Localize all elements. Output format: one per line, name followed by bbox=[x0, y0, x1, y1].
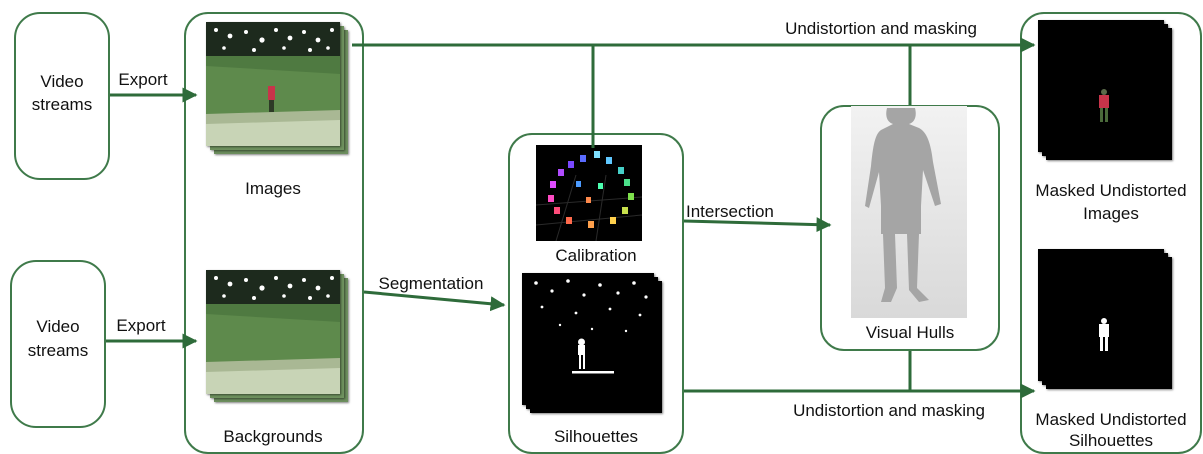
export-label-2: Export bbox=[116, 316, 166, 335]
masked-images-label-line1: Masked Undistorted bbox=[1035, 181, 1187, 200]
backgrounds-stack bbox=[206, 270, 350, 404]
images-stack-label: Images bbox=[245, 179, 301, 198]
masked-silhouettes-label-line1: Masked Undistorted bbox=[1035, 410, 1187, 429]
video-streams-box-1 bbox=[14, 12, 110, 180]
masked-images-label-line2: Images bbox=[1083, 204, 1139, 223]
visual-hull-render bbox=[851, 106, 967, 318]
calibration-thumbnail bbox=[536, 145, 642, 241]
studio-backgrounds-thumbnail bbox=[206, 270, 340, 394]
backgrounds-stack-label: Backgrounds bbox=[223, 427, 323, 446]
masked-silhouettes-thumbnail bbox=[1038, 249, 1164, 381]
video-streams-label-1b: streams bbox=[31, 95, 93, 114]
images-stack bbox=[206, 22, 350, 156]
bottom-undistortion-label: Undistortion and masking bbox=[793, 401, 985, 420]
studio-images-thumbnail bbox=[206, 22, 340, 146]
silhouettes-label: Silhouettes bbox=[553, 427, 639, 446]
silhouettes-thumbnail bbox=[522, 273, 654, 405]
calibration-label: Calibration bbox=[555, 246, 637, 265]
masked-silhouettes-stack bbox=[1038, 249, 1172, 391]
video-streams-label-2a: Video bbox=[36, 317, 80, 336]
masked-silhouettes-label-line2: Silhouettes bbox=[1068, 431, 1154, 450]
segmentation-label: Segmentation bbox=[378, 274, 484, 293]
masked-images-stack bbox=[1038, 20, 1172, 162]
top-undistortion-label: Undistortion and masking bbox=[785, 19, 977, 38]
video-streams-box-2 bbox=[10, 260, 106, 428]
visual-hulls-label: Visual Hulls bbox=[865, 323, 955, 342]
video-streams-label-2b: streams bbox=[27, 341, 89, 360]
masked-images-thumbnail bbox=[1038, 20, 1164, 152]
silhouettes-stack bbox=[522, 273, 662, 415]
intersection-label: Intersection bbox=[686, 202, 774, 221]
export-label-1: Export bbox=[118, 70, 168, 89]
video-streams-label-1a: Video bbox=[40, 72, 84, 91]
